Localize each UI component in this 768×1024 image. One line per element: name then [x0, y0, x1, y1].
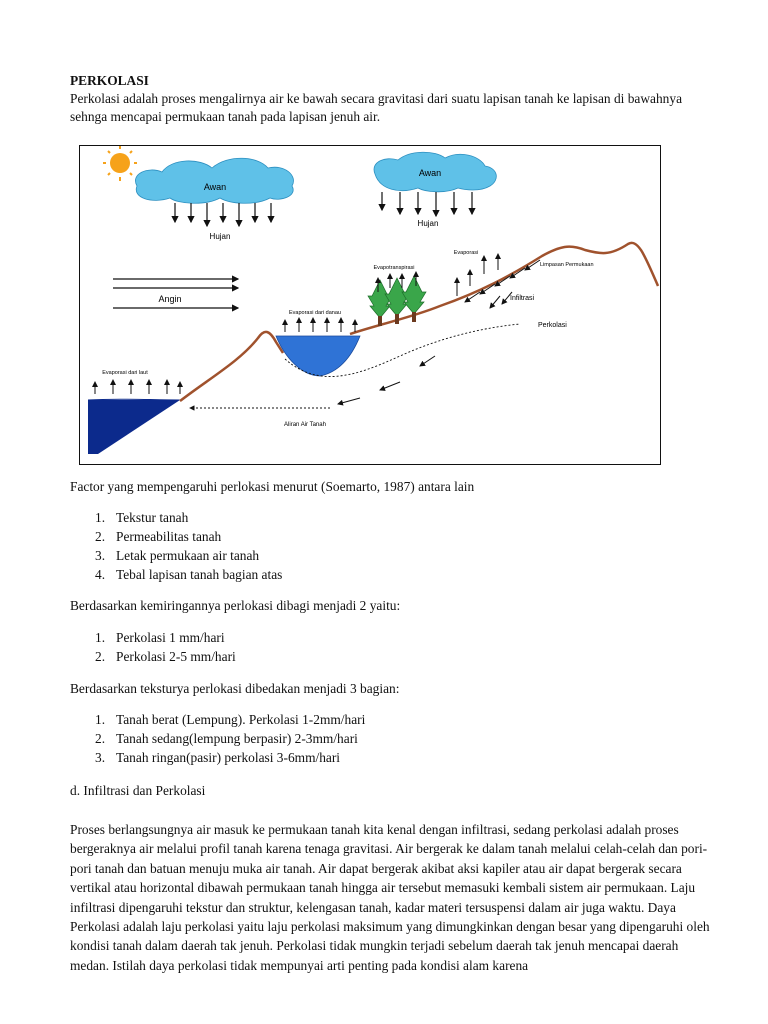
runoff-label: Limpasan Permukaan	[540, 262, 594, 268]
factors-intro: Factor yang mempengaruhi perlokasi menur…	[70, 479, 475, 494]
texture-list: 1.Tanah berat (Lempung). Perkolasi 1-2mm…	[70, 711, 730, 768]
list-item: 2.Tanah sedang(lempung berpasir) 2-3mm/h…	[95, 731, 358, 746]
infiltration-label: Infiltrasi	[510, 295, 535, 302]
rain-arrows-right	[378, 192, 476, 218]
intro-paragraph: Perkolasi adalah proses mengalirnya air …	[70, 91, 683, 124]
sun-icon	[103, 146, 137, 181]
list-item: 2.Permeabilitas tanah	[95, 529, 222, 544]
page-title: PERKOLASI	[70, 73, 149, 88]
evapotranspiration-label: Evapotranspirasi	[374, 265, 415, 271]
rain-left-label: Hujan	[210, 232, 231, 241]
list-item: 3.Letak permukaan air tanah	[95, 548, 260, 563]
diagram-svg: Awan Awan Hujan	[87, 146, 660, 454]
rain-arrows-left	[171, 203, 275, 228]
sea-water	[88, 400, 180, 454]
ground-surface	[179, 241, 660, 402]
wind-label: Angin	[158, 294, 181, 304]
list-item: 1.Tanah berat (Lempung). Perkolasi 1-2mm…	[95, 712, 366, 727]
hydrologic-cycle-diagram: Awan Awan Hujan	[79, 145, 661, 465]
list-item: 2.Perkolasi 2-5 mm/hari	[95, 649, 236, 664]
evap-sea-arrows	[92, 379, 183, 394]
groundwater-label: Aliran Air Tanah	[284, 422, 326, 428]
rain-right-label: Hujan	[418, 219, 439, 228]
slope-list: 1.Perkolasi 1 mm/hari 2.Perkolasi 2-5 mm…	[70, 629, 730, 667]
cloud-right-label: Awan	[419, 168, 441, 178]
cloud-left-icon	[135, 157, 294, 204]
evap-lake-arrows	[282, 317, 358, 332]
evaporation-arrows	[454, 253, 501, 296]
list-item: 3.Tanah ringan(pasir) perkolasi 3-6mm/ha…	[95, 750, 341, 765]
lake-water	[275, 335, 361, 377]
percolation-label: Perkolasi	[538, 322, 567, 329]
list-item: 1.Perkolasi 1 mm/hari	[95, 630, 225, 645]
section-heading: d. Infiltrasi dan Perkolasi	[70, 783, 206, 798]
body-paragraph: Proses berlangsungnya air masuk ke permu…	[70, 822, 710, 973]
cloud-right-icon	[373, 151, 497, 193]
factors-list: 1.Tekstur tanah 2.Permeabilitas tanah 3.…	[70, 509, 730, 585]
list-item: 4.Tebal lapisan tanah bagian atas	[95, 567, 283, 582]
evapotranspiration-arrows	[375, 271, 419, 292]
evap-lake-label: Evaporasi dari danau	[289, 310, 341, 316]
runoff-arrows	[464, 259, 541, 309]
water-table-line	[284, 323, 521, 377]
evap-sea-label: Evaporasi dari laut	[102, 370, 148, 376]
wind-arrows	[113, 275, 240, 312]
evaporation-label: Evaporasi	[454, 250, 478, 256]
slope-intro: Berdasarkan kemiringannya perlokasi diba…	[70, 598, 401, 613]
cloud-left-label: Awan	[204, 182, 226, 192]
texture-intro: Berdasarkan teksturya perlokasi dibedaka…	[70, 681, 400, 696]
groundwater-arrows	[337, 355, 436, 406]
tree-icon	[367, 275, 427, 326]
list-item: 1.Tekstur tanah	[95, 510, 189, 525]
